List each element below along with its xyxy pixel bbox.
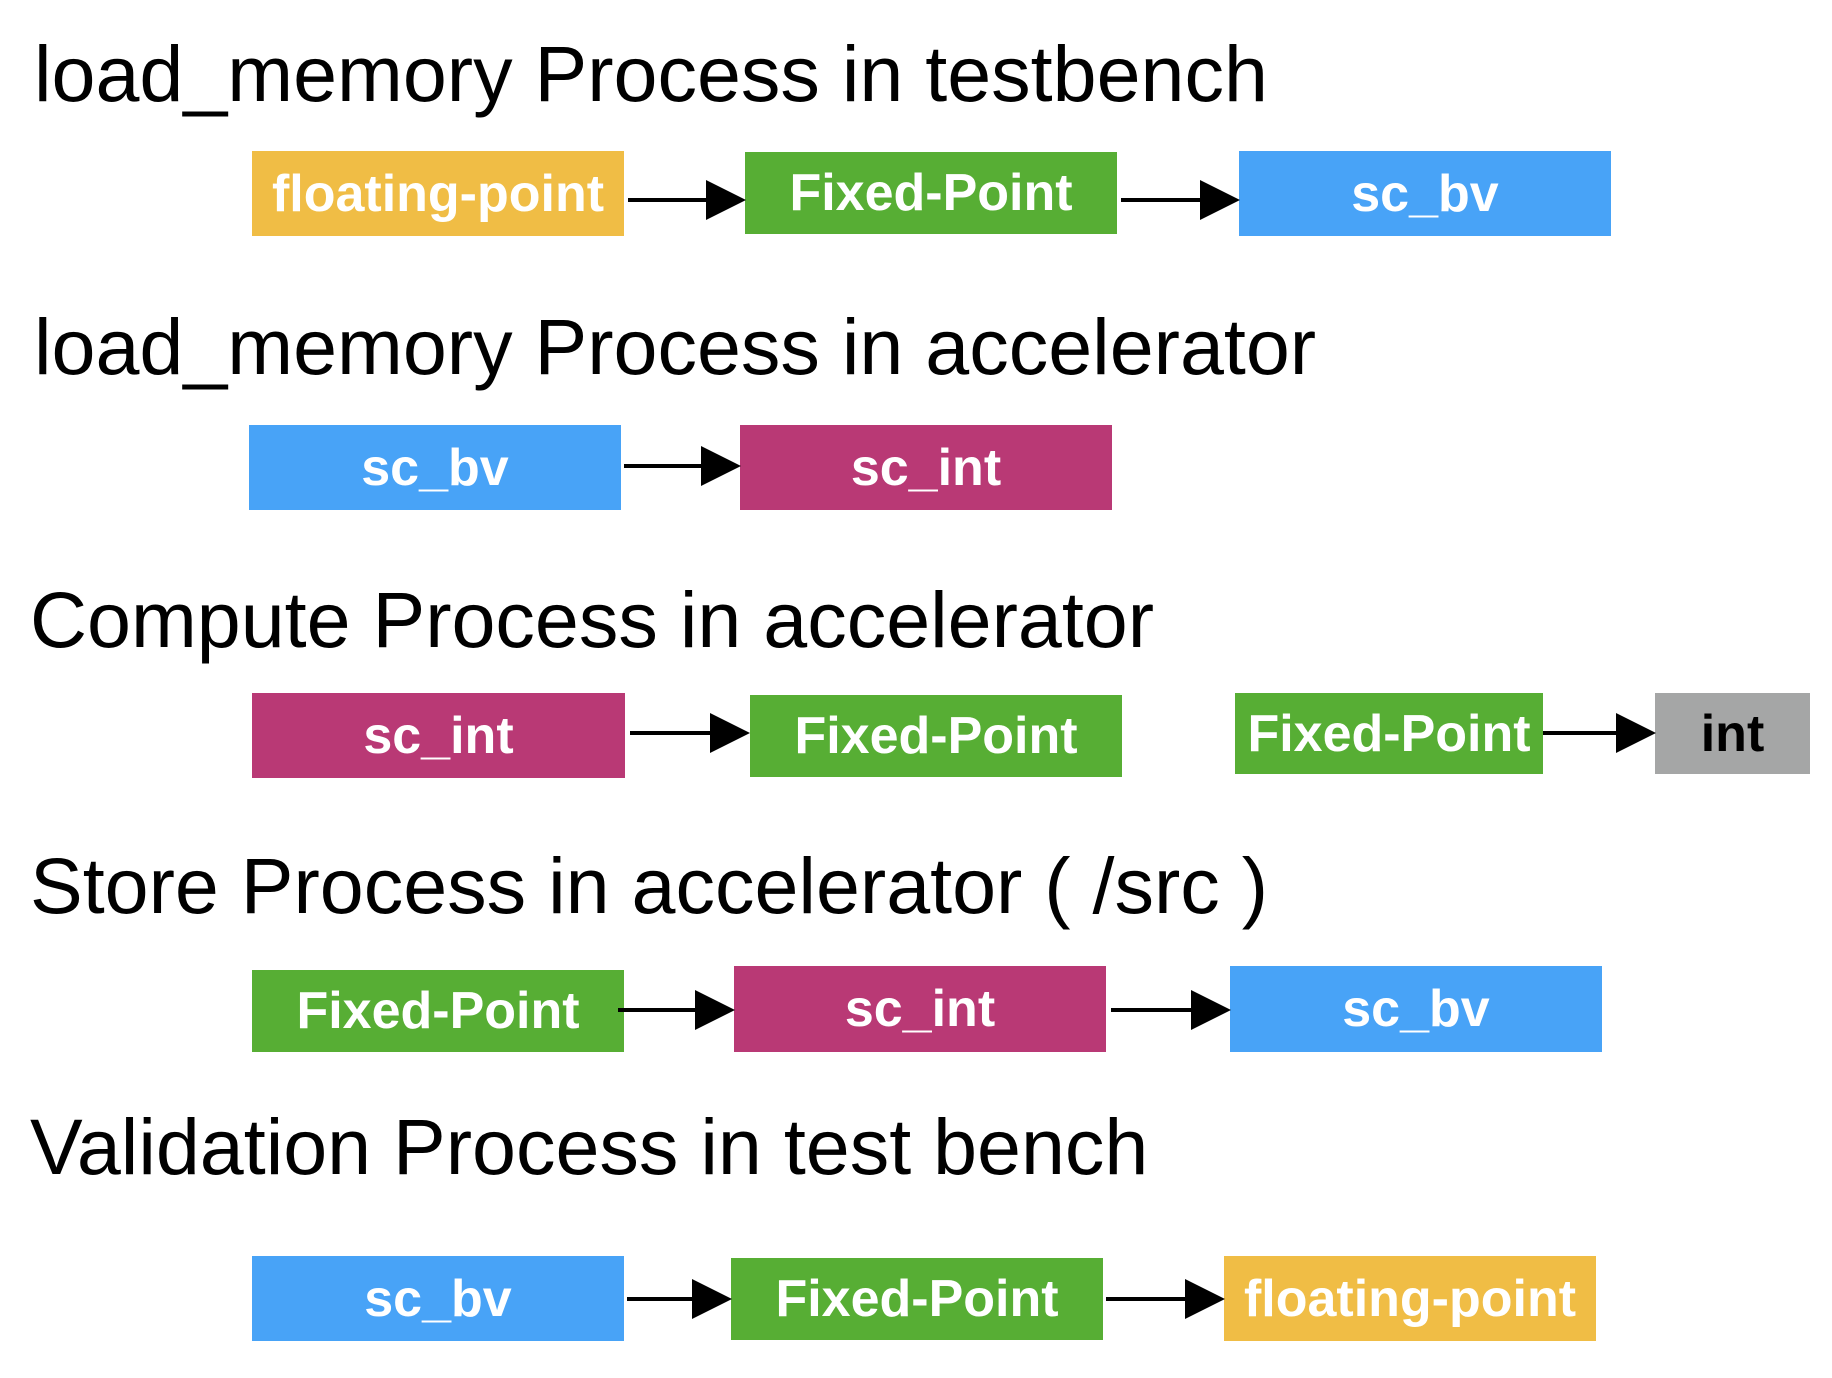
heading-validation-testbench: Validation Process in test bench — [30, 1102, 1149, 1191]
box-sc-bv: sc_bv — [252, 1256, 624, 1341]
heading-store-accelerator: Store Process in accelerator ( /src ) — [30, 841, 1269, 930]
box-fixed-point: Fixed-Point — [745, 152, 1117, 234]
heading-load-memory-accelerator: load_memory Process in accelerator — [34, 302, 1317, 391]
heading-compute-accelerator: Compute Process in accelerator — [30, 575, 1155, 664]
box-fixed-point: Fixed-Point — [252, 970, 624, 1052]
box-int: int — [1655, 693, 1810, 774]
box-sc-bv: sc_bv — [249, 425, 621, 510]
box-fixed-point: Fixed-Point — [731, 1258, 1103, 1340]
box-sc-bv: sc_bv — [1230, 966, 1602, 1052]
box-fixed-point: Fixed-Point — [1235, 693, 1543, 774]
box-sc-int: sc_int — [740, 425, 1112, 510]
heading-load-memory-testbench: load_memory Process in testbench — [34, 29, 1268, 118]
box-sc-int: sc_int — [734, 966, 1106, 1052]
box-sc-bv: sc_bv — [1239, 151, 1611, 236]
box-fixed-point: Fixed-Point — [750, 695, 1122, 777]
box-floating-point: floating-point — [252, 151, 624, 236]
box-floating-point: floating-point — [1224, 1256, 1596, 1341]
box-sc-int: sc_int — [252, 693, 625, 778]
